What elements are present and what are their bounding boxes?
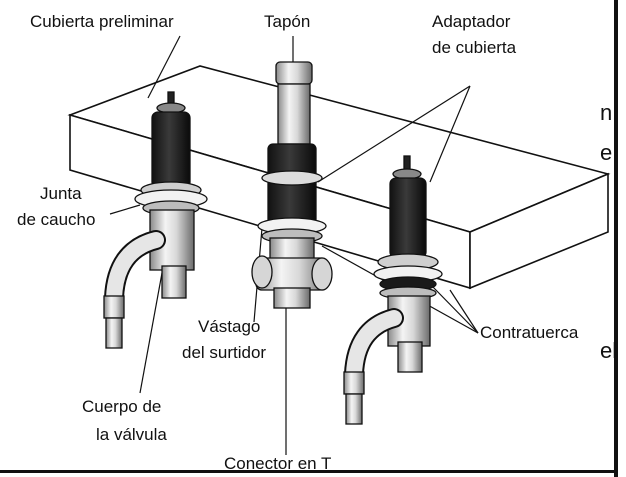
frame-right-edge [614,0,618,477]
leader-lines [109,35,479,455]
label-junta-line2: de caucho [17,210,96,229]
cropped-edge-text-3: el [600,338,618,363]
label-vastago-line1: Vástago [198,317,261,336]
frame-bottom-edge [0,470,618,473]
cropped-edge-text-1: n [600,100,613,125]
label-tapon: Tapón [264,12,311,31]
label-cuerpo-line1: Cuerpo de [82,397,162,416]
valve-left [103,91,208,349]
label-adaptador-line1: Adaptador [432,12,511,31]
label-cubierta-preliminar: Cubierta preliminar [30,12,174,31]
label-adaptador-line2: de cubierta [432,38,517,57]
valve-right [343,155,443,425]
label-vastago-line2: del surtidor [182,343,267,362]
label-cuerpo-line2: la válvula [96,425,167,444]
label-contratuerca: Contratuerca [480,323,579,342]
cropped-edge-text-2: e [600,140,613,165]
spout-shank-center [251,61,333,309]
label-junta-line1: Junta [40,184,82,203]
label-conector-en-t: Conector en T [224,454,332,473]
